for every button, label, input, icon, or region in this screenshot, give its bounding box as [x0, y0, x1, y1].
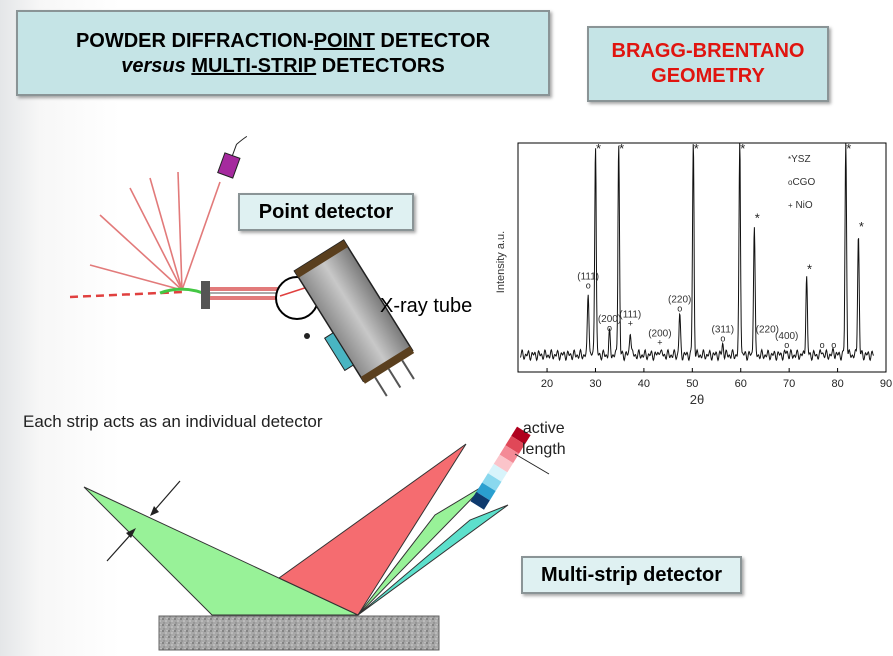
x-tick-label: 40: [638, 378, 650, 390]
x-tick-label: 90: [880, 378, 892, 390]
active-length-label: active length: [522, 418, 566, 460]
bragg-line-2: GEOMETRY: [651, 65, 765, 87]
active-line-2: length: [522, 441, 566, 458]
peak-marker: *: [740, 141, 745, 156]
title-text: DETECTOR: [374, 30, 491, 52]
peak-marker: o: [784, 340, 789, 350]
peak-marker: *: [846, 141, 851, 156]
legend-marker: *: [788, 155, 791, 164]
legend-entry: *YSZ: [788, 154, 811, 165]
xray-tube: [293, 239, 415, 397]
active-line-1: active: [522, 420, 565, 437]
peak-marker: +: [657, 338, 662, 348]
diffracted-beam-green: [357, 484, 486, 616]
peak-marker: *: [859, 219, 864, 234]
title-box: POWDER DIFFRACTION-POINT DETECTOR versus…: [16, 10, 550, 96]
legend-marker: o: [788, 178, 793, 187]
title-text: DETECTORS: [316, 55, 445, 77]
xrd-trace: [519, 142, 874, 362]
x-tick-label: 30: [589, 378, 601, 390]
legend-entry: + NiO: [788, 200, 813, 211]
legend-marker: +: [788, 201, 793, 210]
legend-name: NiO: [793, 200, 813, 211]
peak-marker: *: [694, 141, 699, 156]
diffracted-rays: [89, 171, 221, 291]
peak-marker: o: [586, 280, 591, 290]
beam-lower: [210, 296, 280, 300]
point-detector-head: [217, 135, 248, 179]
bragg-brentano-box: BRAGG-BRENTANO GEOMETRY: [587, 26, 829, 102]
strip-detector: [470, 426, 531, 510]
peak-marker: *: [596, 141, 601, 156]
diffracted-beam-red: [278, 443, 467, 616]
peak-label: (200): [598, 314, 621, 325]
point-detector-label: Point detector: [238, 193, 414, 231]
x-tick-label: 20: [541, 378, 553, 390]
peak-marker: o: [720, 333, 725, 343]
peak-marker: o: [831, 340, 836, 350]
slit-block: [201, 281, 210, 309]
peak-label: (111): [619, 310, 641, 321]
x-tick-label: 80: [831, 378, 843, 390]
peak-marker: *: [755, 211, 760, 226]
title-line-1: POWDER DIFFRACTION-POINT DETECTOR: [18, 29, 548, 54]
legend-name: YSZ: [791, 154, 810, 165]
peak-marker: +: [628, 319, 633, 329]
x-tick-label: 70: [783, 378, 795, 390]
peak-markers: o(111)*o(200)*+(111)+(200)o(220)*o(311)*…: [577, 141, 864, 350]
peak-label: (220): [756, 325, 779, 336]
x-axis-ticks: 20 30 40 50 60 70 80 90: [541, 368, 892, 390]
peak-label: (220): [668, 295, 691, 306]
peak-marker: *: [619, 141, 624, 156]
multi-strip-detector-label: Multi-strip detector: [521, 556, 742, 594]
title-line-2: versus MULTI-STRIP DETECTORS: [18, 54, 548, 79]
legend-entry: oCGO: [788, 177, 815, 188]
legend-name: CGO: [792, 177, 815, 188]
y-axis-label: Intensity a.u.: [495, 231, 507, 293]
strip-note: Each strip acts as an individual detecto…: [23, 412, 323, 431]
title-versus: versus: [121, 55, 186, 77]
title-multistrip-underlined: MULTI-STRIP: [191, 55, 317, 77]
title-point-underlined: POINT: [313, 30, 375, 52]
beam-upper: [210, 287, 280, 291]
chart-frame: [517, 142, 887, 373]
xray-tube-label: X-ray tube: [380, 295, 473, 317]
bragg-line-1: BRAGG-BRENTANO: [611, 40, 805, 62]
peak-marker: o: [820, 340, 825, 350]
peak-label: (200): [648, 329, 671, 340]
peak-label: (400): [775, 331, 798, 342]
chart-legend: *YSZ oCGO + NiO: [788, 154, 815, 211]
sample-stage: [158, 615, 440, 651]
peak-label: (111): [577, 271, 599, 282]
x-tick-label: 50: [686, 378, 698, 390]
multi-strip-diagram: [83, 426, 550, 651]
point-detector-diagram: [69, 135, 415, 397]
peak-label: (311): [712, 324, 735, 335]
peak-marker: o: [677, 304, 682, 314]
x-tick-label: 60: [735, 378, 747, 390]
title-text: POWDER DIFFRACTION-: [75, 30, 314, 52]
diffracted-beam-cyan: [357, 504, 509, 616]
peak-marker: o: [607, 323, 612, 333]
peak-marker: *: [807, 262, 812, 277]
x-axis-label: 2θ: [690, 392, 704, 407]
